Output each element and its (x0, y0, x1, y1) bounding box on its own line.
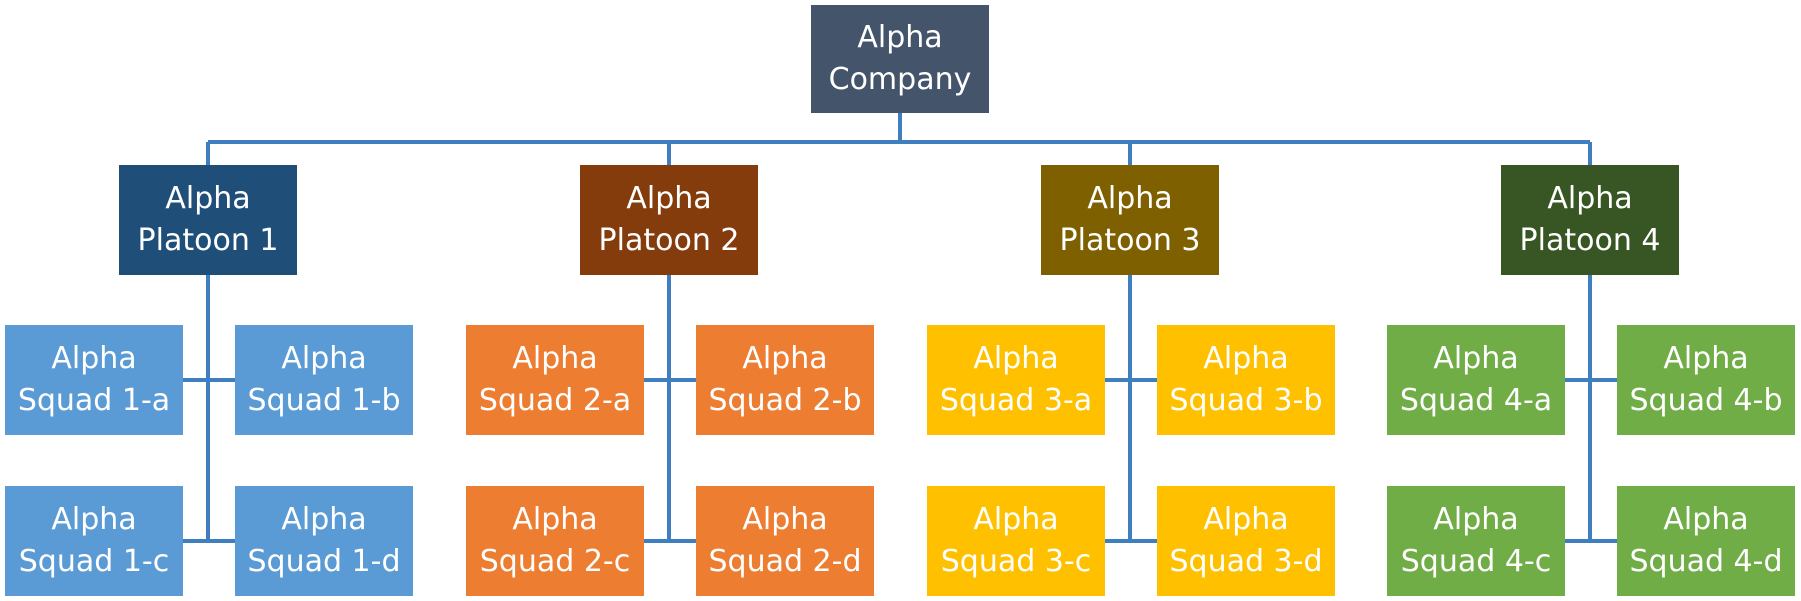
platoon-4-node-box (1501, 165, 1679, 275)
squad-1-b-node-box (235, 325, 413, 435)
squad-4-a-node-label-2: Squad 4-a (1400, 383, 1552, 418)
squad-2-b-node-label-2: Squad 2-b (708, 383, 861, 418)
squad-3-d-node-box (1157, 486, 1335, 596)
squad-1-c-node-label-2: Squad 1-c (19, 544, 169, 579)
platoon-2-node-box (580, 165, 758, 275)
squad-2-c-node-label-1: Alpha (512, 502, 597, 537)
platoon-4-node-label-2: Platoon 4 (1520, 223, 1661, 258)
squad-1-a-node-label-1: Alpha (51, 341, 136, 376)
squad-2-d-node-label-2: Squad 2-d (708, 544, 861, 579)
squad-2-d-node-box (696, 486, 874, 596)
company-node-label-1: Alpha (857, 20, 942, 55)
squad-2-a-node-box (466, 325, 644, 435)
squad-3-b-node-label-1: Alpha (1203, 341, 1288, 376)
squad-1-d-node-label-2: Squad 1-d (247, 544, 400, 579)
squad-3-d-node-label-1: Alpha (1203, 502, 1288, 537)
squad-3-a-node-box (927, 325, 1105, 435)
squad-1-b-node-label-2: Squad 1-b (247, 383, 400, 418)
squad-4-d-node-label-1: Alpha (1663, 502, 1748, 537)
platoon-3-node-box (1041, 165, 1219, 275)
squad-4-a-node-label-1: Alpha (1433, 341, 1518, 376)
platoon-1-node-box (119, 165, 297, 275)
squad-2-a-node-label-2: Squad 2-a (479, 383, 631, 418)
squad-1-a-node-label-2: Squad 1-a (18, 383, 170, 418)
squad-4-c-node-box (1387, 486, 1565, 596)
squad-2-d-node-label-1: Alpha (742, 502, 827, 537)
platoon-3-node-label-1: Alpha (1087, 181, 1172, 216)
squad-1-c-node-box (5, 486, 183, 596)
squad-4-b-node-label-2: Squad 4-b (1629, 383, 1782, 418)
company-node-label-2: Company (829, 62, 972, 97)
squad-2-c-node-label-2: Squad 2-c (480, 544, 630, 579)
squad-3-b-node-label-2: Squad 3-b (1169, 383, 1322, 418)
squad-3-a-node-label-1: Alpha (973, 341, 1058, 376)
connectors (183, 113, 1617, 543)
squad-4-b-node-box (1617, 325, 1795, 435)
squad-1-d-node-label-1: Alpha (281, 502, 366, 537)
platoon-2-node-label-2: Platoon 2 (599, 223, 740, 258)
squad-1-a-node-box (5, 325, 183, 435)
squad-4-a-node-box (1387, 325, 1565, 435)
squad-4-d-node-box (1617, 486, 1795, 596)
squad-3-b-node-box (1157, 325, 1335, 435)
squad-3-a-node-label-2: Squad 3-a (940, 383, 1092, 418)
squad-4-c-node-label-1: Alpha (1433, 502, 1518, 537)
platoon-2-node-label-1: Alpha (626, 181, 711, 216)
squad-2-a-node-label-1: Alpha (512, 341, 597, 376)
platoon-1-node-label-1: Alpha (165, 181, 250, 216)
squad-1-c-node-label-1: Alpha (51, 502, 136, 537)
squad-2-b-node-label-1: Alpha (742, 341, 827, 376)
squad-1-d-node-box (235, 486, 413, 596)
squad-3-c-node-label-1: Alpha (973, 502, 1058, 537)
squad-4-c-node-label-2: Squad 4-c (1401, 544, 1551, 579)
squad-3-c-node-box (927, 486, 1105, 596)
squad-3-c-node-label-2: Squad 3-c (941, 544, 1091, 579)
squad-1-b-node-label-1: Alpha (281, 341, 366, 376)
squad-3-d-node-label-2: Squad 3-d (1169, 544, 1322, 579)
platoon-4-node-label-1: Alpha (1547, 181, 1632, 216)
squad-4-d-node-label-2: Squad 4-d (1629, 544, 1782, 579)
company-node-box (811, 5, 989, 113)
squad-2-c-node-box (466, 486, 644, 596)
squad-2-b-node-box (696, 325, 874, 435)
squad-4-b-node-label-1: Alpha (1663, 341, 1748, 376)
platoon-3-node-label-2: Platoon 3 (1060, 223, 1201, 258)
platoon-1-node-label-2: Platoon 1 (138, 223, 279, 258)
